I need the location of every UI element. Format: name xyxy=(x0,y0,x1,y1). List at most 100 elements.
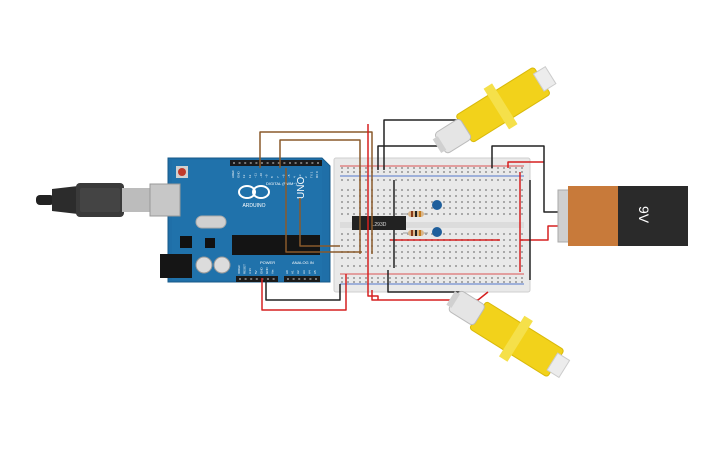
breadboard-hole xyxy=(431,201,433,203)
resistor-2 xyxy=(403,230,428,236)
breadboard-hole xyxy=(353,239,355,241)
atmega-chip xyxy=(232,235,320,255)
breadboard-hole xyxy=(395,167,397,169)
digital-pin-label: 4 xyxy=(293,176,297,178)
breadboard-hole xyxy=(509,233,511,235)
breadboard-hole xyxy=(443,189,445,191)
breadboard-hole xyxy=(437,265,439,267)
breadboard-hole xyxy=(485,213,487,215)
breadboard-hole xyxy=(419,201,421,203)
breadboard-hole xyxy=(491,207,493,209)
breadboard-hole xyxy=(443,265,445,267)
breadboard-hole xyxy=(407,179,409,181)
power-jack xyxy=(160,254,192,278)
digital-pin-label: TX 1 xyxy=(309,171,313,178)
wire-black-motor-a2 xyxy=(377,145,448,170)
breadboard-hole xyxy=(425,233,427,235)
breadboard-hole xyxy=(473,281,475,283)
breadboard-hole xyxy=(455,277,457,279)
breadboard-hole xyxy=(467,207,469,209)
breadboard-hole xyxy=(341,201,343,203)
breadboard-hole xyxy=(365,195,367,197)
wire-red-top xyxy=(367,124,379,300)
power-pin-label: 3.3V xyxy=(248,268,252,274)
breadboard-hole xyxy=(467,179,469,181)
breadboard-hole xyxy=(431,207,433,209)
breadboard-hole xyxy=(485,245,487,247)
breadboard-hole xyxy=(401,171,403,173)
breadboard-hole xyxy=(497,167,499,169)
breadboard-hole xyxy=(395,213,397,215)
breadboard-hole xyxy=(509,171,511,173)
breadboard-hole xyxy=(365,233,367,235)
breadboard-hole xyxy=(491,277,493,279)
breadboard-hole xyxy=(521,257,523,259)
digital-pin xyxy=(277,162,280,164)
breadboard-hole xyxy=(479,265,481,267)
digital-pin-label: ~11 xyxy=(253,173,257,178)
breadboard-hole xyxy=(353,201,355,203)
breadboard-hole xyxy=(443,201,445,203)
breadboard-hole xyxy=(455,167,457,169)
breadboard-hole xyxy=(359,257,361,259)
breadboard-hole xyxy=(473,195,475,197)
breadboard-hole xyxy=(431,167,433,169)
breadboard-hole xyxy=(503,171,505,173)
breadboard-hole xyxy=(515,281,517,283)
breadboard-hole xyxy=(341,189,343,191)
breadboard-hole xyxy=(365,265,367,267)
breadboard-hole xyxy=(491,213,493,215)
breadboard-hole xyxy=(449,245,451,247)
breadboard-hole xyxy=(395,179,397,181)
breadboard-hole xyxy=(377,245,379,247)
breadboard-hole xyxy=(503,201,505,203)
breadboard-hole xyxy=(443,281,445,283)
breadboard-hole xyxy=(425,167,427,169)
breadboard-hole xyxy=(449,167,451,169)
breadboard-hole xyxy=(437,281,439,283)
breadboard-hole xyxy=(509,257,511,259)
power-header-label: POWER xyxy=(260,260,275,265)
breadboard-hole xyxy=(473,171,475,173)
breadboard-hole xyxy=(377,207,379,209)
breadboard-hole xyxy=(389,257,391,259)
breadboard-hole xyxy=(449,189,451,191)
breadboard-hole xyxy=(401,189,403,191)
breadboard-hole xyxy=(479,251,481,253)
breadboard-hole xyxy=(383,195,385,197)
breadboard-hole xyxy=(395,171,397,173)
digital-pin xyxy=(300,162,303,164)
led-1 xyxy=(432,200,442,210)
breadboard-hole xyxy=(491,233,493,235)
breadboard-hole xyxy=(485,281,487,283)
digital-pin xyxy=(266,162,269,164)
breadboard-hole xyxy=(467,171,469,173)
breadboard-hole xyxy=(473,251,475,253)
breadboard-hole xyxy=(347,245,349,247)
breadboard-hole xyxy=(521,281,523,283)
breadboard-hole xyxy=(383,171,385,173)
breadboard-hole xyxy=(455,171,457,173)
breadboard-hole xyxy=(485,189,487,191)
breadboard-hole xyxy=(431,257,433,259)
breadboard-hole xyxy=(449,257,451,259)
breadboard-hole xyxy=(365,277,367,279)
breadboard-hole xyxy=(407,245,409,247)
breadboard-hole xyxy=(347,257,349,259)
digital-pin-label: 13 xyxy=(242,174,246,178)
breadboard-hole xyxy=(353,179,355,181)
wire-brown-4 xyxy=(299,198,340,247)
dc-motor-bottom xyxy=(446,290,571,379)
breadboard-hole xyxy=(449,265,451,267)
power-pin-label: RESET xyxy=(243,264,247,274)
breadboard-hole xyxy=(347,233,349,235)
breadboard-hole xyxy=(395,201,397,203)
breadboard-hole xyxy=(377,189,379,191)
wire-red-motor-b xyxy=(371,290,489,301)
breadboard-hole xyxy=(383,277,385,279)
breadboard-hole xyxy=(479,281,481,283)
breadboard-hole xyxy=(347,179,349,181)
digital-header-label: DIGITAL (PWM~) xyxy=(266,181,298,186)
digital-pin-label: ~6 xyxy=(281,174,285,178)
breadboard-hole xyxy=(413,189,415,191)
